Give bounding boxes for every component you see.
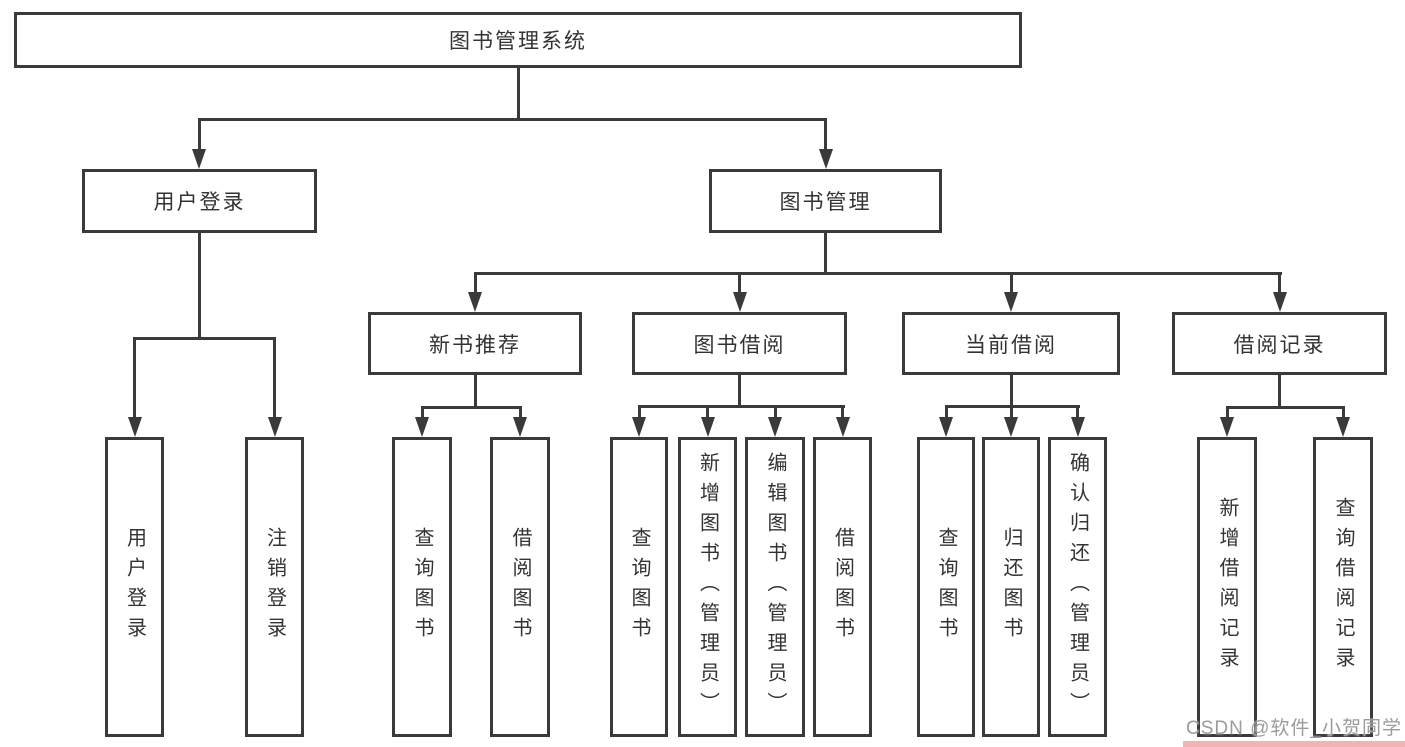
arrow-down-icon <box>700 417 715 437</box>
leaf-label: 借阅图书 <box>831 527 854 647</box>
connector-line <box>1278 272 1281 296</box>
connector-line <box>473 272 477 296</box>
connector-line <box>1225 406 1345 409</box>
connector-line <box>1009 272 1013 296</box>
arrow-down-icon <box>1070 417 1085 437</box>
connector-line <box>1009 375 1013 408</box>
leaf-query-books-2: 查询图书 <box>610 437 668 737</box>
leaf-query-borrow-record: 查询借阅记录 <box>1313 437 1373 737</box>
leaf-label: 编辑图书（管理员） <box>764 452 786 722</box>
watermark: CSDN @软件_小贺同学 <box>1186 718 1402 739</box>
connector-line <box>824 233 827 272</box>
node-book-management: 图书管理 <box>709 169 942 233</box>
leaf-label: 新增借阅记录 <box>1216 497 1238 677</box>
connector-line <box>198 233 201 337</box>
leaf-add-books-admin: 新增图书（管理员） <box>678 437 737 737</box>
node-current-borrow: 当前借阅 <box>902 312 1120 375</box>
arrow-down-icon <box>1336 417 1350 437</box>
leaf-borrow-books-1: 借阅图书 <box>490 437 550 737</box>
arrow-down-icon <box>127 417 142 437</box>
arrow-down-icon <box>818 149 833 169</box>
arrow-down-icon <box>1004 292 1018 312</box>
connector-line <box>637 405 641 421</box>
leaf-label: 用户登录 <box>123 527 146 647</box>
connector-line <box>420 406 522 409</box>
arrow-down-icon <box>468 292 482 312</box>
leaf-label: 注销登录 <box>263 527 286 647</box>
node-root: 图书管理系统 <box>14 12 1022 68</box>
leaf-label: 查询图书 <box>411 527 433 647</box>
connector-line <box>773 405 777 421</box>
connector-line <box>706 405 709 421</box>
connector-line <box>944 405 948 421</box>
node-book-borrow: 图书借阅 <box>632 312 847 375</box>
arrow-down-icon <box>939 417 953 437</box>
connector-line <box>133 337 276 340</box>
arrow-down-icon <box>267 417 282 437</box>
connector-line <box>824 118 827 155</box>
watermark-accent-strip <box>1183 741 1405 747</box>
arrow-down-icon <box>732 292 747 312</box>
connector-line <box>197 118 827 121</box>
connector-line <box>637 405 845 408</box>
connector-line <box>738 375 741 408</box>
connector-line <box>420 406 424 421</box>
leaf-label: 确认归还（管理员） <box>1066 452 1089 722</box>
leaf-confirm-return-admin: 确认归还（管理员） <box>1048 437 1107 737</box>
leaf-return-books: 归还图书 <box>982 437 1040 737</box>
arrow-down-icon <box>1004 417 1018 437</box>
connector-line <box>738 272 741 296</box>
leaf-label: 借阅图书 <box>509 527 531 647</box>
connector-line <box>516 68 520 118</box>
connector-line <box>197 118 201 155</box>
connector-line <box>1225 406 1229 421</box>
node-user-login: 用户登录 <box>82 169 317 233</box>
connector-line <box>273 337 276 420</box>
leaf-query-books-3: 查询图书 <box>917 437 975 737</box>
leaf-query-books-1: 查询图书 <box>392 437 452 737</box>
leaf-label: 查询图书 <box>935 527 957 647</box>
leaf-logout: 注销登录 <box>245 437 304 737</box>
leaf-add-borrow-record: 新增借阅记录 <box>1197 437 1257 737</box>
arrow-down-icon <box>632 417 646 437</box>
leaf-edit-books-admin: 编辑图书（管理员） <box>745 437 805 737</box>
connector-line <box>518 406 522 421</box>
connector-line <box>473 375 477 409</box>
connector-line <box>473 272 1282 275</box>
arrow-down-icon <box>192 149 206 169</box>
arrow-down-icon <box>835 417 850 437</box>
arrow-down-icon <box>1272 292 1287 312</box>
node-borrow-records: 借阅记录 <box>1172 312 1387 375</box>
leaf-user-login: 用户登录 <box>105 437 164 737</box>
node-new-book-recommend: 新书推荐 <box>368 312 582 375</box>
connector-line <box>1278 375 1281 409</box>
leaf-label: 新增图书（管理员） <box>696 452 719 722</box>
connector-line <box>841 405 844 421</box>
arrow-down-icon <box>513 417 527 437</box>
arrow-down-icon <box>1220 417 1234 437</box>
connector-line <box>1076 405 1079 421</box>
connector-line <box>1341 406 1345 421</box>
arrow-down-icon <box>415 417 429 437</box>
leaf-label: 查询借阅记录 <box>1332 497 1354 677</box>
leaf-label: 归还图书 <box>1000 527 1022 647</box>
connector-line <box>1009 405 1013 421</box>
leaf-borrow-books-2: 借阅图书 <box>813 437 872 737</box>
connector-line <box>133 337 136 420</box>
arrow-down-icon <box>768 417 782 437</box>
leaf-label: 查询图书 <box>628 527 650 647</box>
